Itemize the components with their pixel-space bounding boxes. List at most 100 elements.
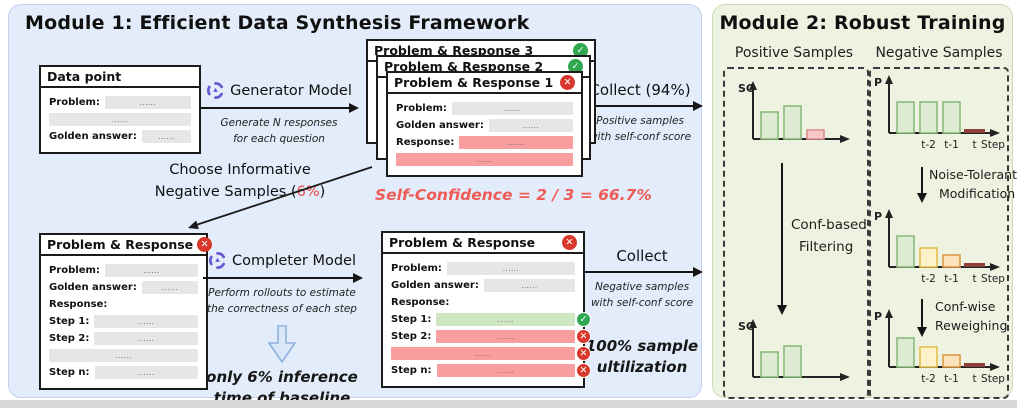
row-label: Step 2: — [49, 333, 90, 344]
check-icon: ✓ — [573, 43, 588, 58]
completer-model-label: Completer Model — [232, 252, 356, 269]
svg-text:SC: SC — [738, 82, 754, 95]
row-bar: ...... — [391, 347, 575, 360]
svg-text:t-2: t-2 — [921, 373, 936, 385]
row-label: Response: — [391, 297, 450, 308]
svg-text:t: t — [972, 273, 976, 285]
row-bar: ...... — [141, 130, 191, 143]
row-bar: ...... — [104, 96, 191, 109]
self-confidence-text: Self-Confidence = 2 / 3 = 66.7% — [375, 186, 652, 204]
negative-samples-label: Negative Samples — [875, 45, 1003, 61]
generator-model-name: Generator Model — [206, 81, 352, 100]
module1-title: Module 1: Efficient Data Synthesis Frame… — [25, 12, 530, 34]
row-bar: ...... — [446, 262, 575, 275]
conf-reweigh-label: Conf-wise Reweighing — [935, 299, 1008, 334]
card-row: ...... — [49, 349, 198, 362]
collect-bottom-label: Collect — [616, 247, 668, 265]
row-label: Golden answer: — [391, 280, 479, 291]
response-card-1-header: Problem & Response 1 ✕ — [388, 73, 581, 94]
collect-top-label: Collect (94%) — [589, 81, 691, 99]
positive-samples-box: SC Conf-based Filtering SC — [723, 67, 869, 399]
generator-arrow — [201, 102, 359, 113]
completer-desc-1: Perform rollouts to estimate — [208, 287, 356, 299]
card-row: Response: — [391, 296, 575, 309]
mini-bar-chart: SC — [738, 319, 850, 381]
collect-bottom-arrow — [583, 266, 703, 277]
collect-top-flow: Collect (94%) Positive samples with self… — [579, 81, 703, 146]
cross-icon: ✕ — [562, 235, 577, 250]
collect-bottom-flow: Collect Negative samples with self-conf … — [583, 247, 703, 378]
row-label: Problem: — [391, 263, 442, 274]
noise-tolerant-arrow — [916, 167, 927, 203]
six-percent: 6% — [296, 183, 320, 200]
row-label: Problem: — [49, 97, 100, 108]
row-label: Step 1: — [49, 316, 90, 327]
row-label: Problem: — [49, 265, 100, 276]
row-bar: ...... — [94, 315, 198, 328]
svg-text:t-1: t-1 — [944, 139, 959, 151]
bottom-strip — [0, 400, 1017, 408]
collect-bottom-desc-2: with self-conf score — [590, 296, 694, 309]
svg-text:t-1: t-1 — [944, 373, 959, 385]
svg-text:Step: Step — [981, 139, 1005, 151]
svg-text:P: P — [874, 210, 882, 223]
positive-chart-bottom: SC — [735, 315, 857, 399]
noise-tolerant-label: Noise-Tolerant Modification — [929, 167, 1017, 202]
choose-line-1: Choose Informative — [169, 162, 311, 178]
data-point-card-header: Data point — [41, 67, 199, 88]
row-label: Step 2: — [391, 331, 432, 342]
card-row: Golden answer:...... — [49, 281, 198, 294]
row-bar: ...... — [396, 153, 573, 166]
row-bar: ...... — [49, 113, 191, 126]
collect-top-desc-2: with self-conf score — [588, 130, 692, 143]
positive-samples-label: Positive Samples — [734, 45, 854, 61]
row-label: Response: — [396, 137, 455, 148]
row-label: Step n: — [391, 365, 432, 376]
completer-flow: Completer Model Perform rollouts to esti… — [203, 251, 363, 408]
module2-panel: Module 2: Robust Training Positive Sampl… — [712, 4, 1017, 399]
conf-filtering-label: Conf-based Filtering — [791, 217, 867, 255]
row-bar: ...... — [483, 279, 575, 292]
svg-text:t-2: t-2 — [921, 273, 936, 285]
row-bar: ...... — [488, 119, 573, 132]
utilization-note: 100% sample ultilization — [585, 336, 699, 376]
completer-model-name: Completer Model — [208, 251, 356, 270]
card-row: Step 1:...... — [49, 315, 198, 328]
generator-desc-1: Generate N responses — [220, 117, 338, 129]
card-row: Step n:......✕ — [391, 363, 591, 378]
negative-sample-card-title: Problem & Response — [47, 237, 194, 252]
conf-filtering-arrow — [776, 163, 787, 315]
down-block-arrow-icon — [267, 324, 297, 363]
response-card-1: Problem & Response 1 ✕ Problem:......Gol… — [386, 71, 583, 177]
collect-bottom-desc-1: Negative samples — [594, 281, 690, 293]
completer-arrow — [203, 272, 363, 283]
data-point-card: Data point Problem:............Golden an… — [39, 65, 201, 154]
module1-panel: Module 1: Efficient Data Synthesis Frame… — [8, 4, 703, 407]
row-label: Golden answer: — [396, 120, 484, 131]
card-row: Step 2:......✕ — [391, 329, 591, 344]
choose-line-2: Negative Samples (6%) — [154, 183, 326, 200]
card-row: Response: — [49, 298, 198, 311]
card-row: Problem:...... — [49, 264, 198, 277]
svg-text:t-1: t-1 — [944, 273, 959, 285]
card-row: ...... — [49, 113, 191, 126]
svg-text:t: t — [972, 373, 976, 385]
generator-model-label: Generator Model — [230, 82, 352, 99]
row-bar: ...... — [436, 330, 575, 343]
cross-icon: ✕ — [560, 75, 575, 90]
card-row: ......✕ — [391, 346, 591, 361]
card-row: Response:...... — [396, 136, 573, 149]
module2-title: Module 2: Robust Training — [719, 12, 1006, 34]
check-icon: ✓ — [576, 312, 591, 327]
card-row: Step 1:......✓ — [391, 312, 591, 327]
conf-reweigh-arrow — [916, 299, 927, 337]
generator-flow: Generator Model Generate N responses for… — [201, 81, 359, 148]
data-point-card-body: Problem:............Golden answer:...... — [41, 88, 199, 152]
step-card: Problem & Response ✕ Problem:......Golde… — [381, 231, 591, 388]
response-card-2-title: Problem & Response 2 — [384, 59, 544, 74]
